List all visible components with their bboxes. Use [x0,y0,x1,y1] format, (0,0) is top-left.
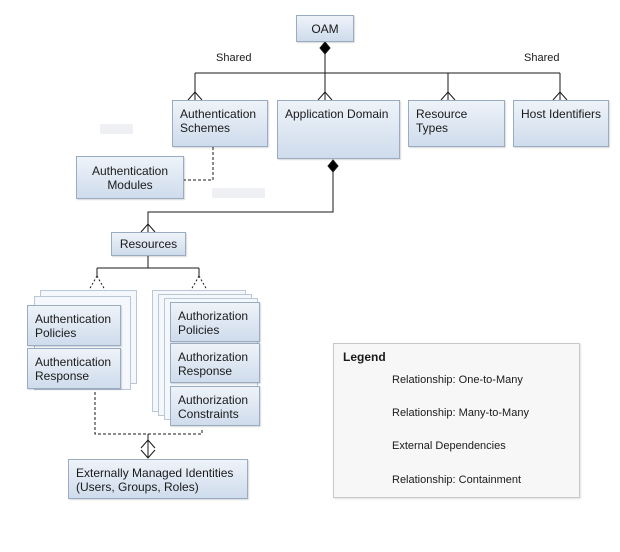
node-authentication-response: Authentication Response [27,348,121,389]
node-resources-label: Resources [119,237,178,251]
legend-external-dependencies: External Dependencies [392,440,506,452]
node-authentication-policies-line2: Policies [35,326,77,340]
node-authentication-modules: Authentication Modules [76,156,184,199]
node-authorization-constraints: Authorization Constraints [170,386,260,426]
node-resource-types-line2: Types [416,121,449,135]
node-authentication-response-line1: Authentication [35,355,112,369]
node-authorization-response-line1: Authorization [178,350,249,364]
node-identities-line2: (Users, Groups, Roles) [76,480,199,494]
node-authentication-policies-line1: Authentication [35,312,112,326]
node-authorization-constraints-line1: Authorization [178,393,249,407]
node-authentication-response-line2: Response [35,369,90,383]
node-authentication-schemes-line2: Schemes [180,121,231,135]
node-authentication-policies: Authentication Policies [27,305,121,346]
appdomain-containment-diamond [327,159,339,173]
node-identities-line1: Externally Managed Identities [76,466,234,480]
node-authentication-modules-line1: Authentication [91,163,169,178]
node-resources: Resources [111,232,186,256]
node-authentication-schemes-line1: Authentication [180,107,257,121]
node-application-domain-label: Application Domain [285,107,389,121]
node-authorization-response: Authorization Response [170,343,260,383]
node-resource-types: Resource Types [408,100,505,147]
node-externally-managed-identities: Externally Managed Identities (Users, Gr… [68,459,248,499]
shared-left-label: Shared [216,52,252,64]
faint-block-b [212,188,265,198]
shared-right-label: Shared [524,52,560,64]
node-host-identifiers: Host Identifiers [513,100,609,147]
legend-containment: Relationship: Containment [392,474,522,486]
legend-many-to-many: Relationship: Many-to-Many [392,407,529,419]
node-authorization-policies: Authorization Policies [170,302,260,342]
legend-one-to-many: Relationship: One-to-Many [392,374,523,386]
node-authentication-modules-line2: Modules [107,177,153,192]
node-authorization-policies-line1: Authorization [178,309,249,323]
node-resource-types-line1: Resource [416,107,468,121]
legend: Legend Relationship: One-to-Many Relatio… [333,343,580,498]
node-oam: OAM [296,15,354,42]
legend-title: Legend [343,350,386,364]
faint-block-a [100,124,133,134]
node-application-domain: Application Domain [277,100,400,159]
node-authorization-constraints-line2: Constraints [178,407,239,421]
node-authorization-policies-line2: Policies [178,323,220,337]
node-host-identifiers-label: Host Identifiers [521,107,602,121]
node-authentication-schemes: Authentication Schemes [172,100,268,147]
oam-containment-diamond [319,41,331,55]
node-oam-label: OAM [311,21,339,36]
node-authorization-response-line2: Response [178,364,233,378]
